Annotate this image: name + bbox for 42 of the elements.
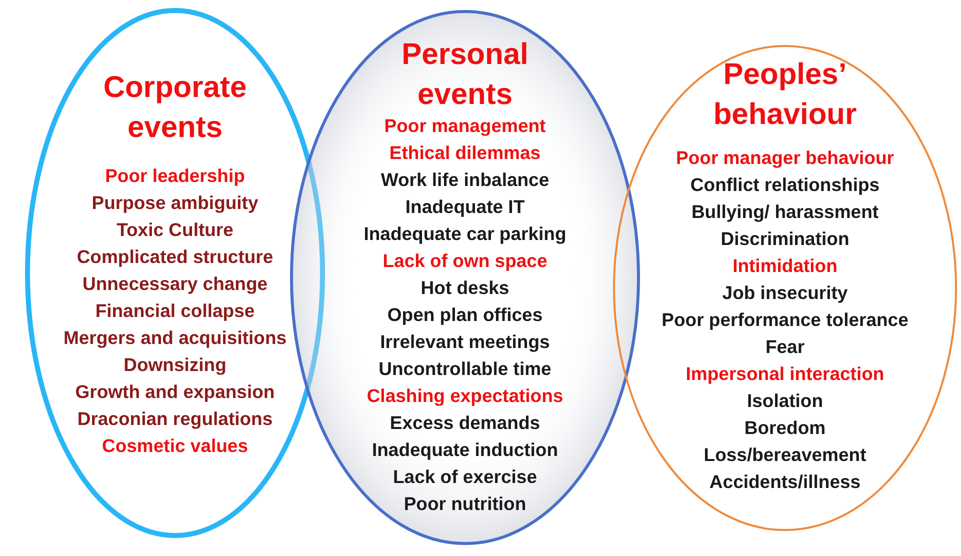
stressor-item: Uncontrollable time [378, 357, 552, 381]
stressor-item: Inadequate induction [372, 438, 558, 462]
stressor-item: Cosmetic values [102, 434, 248, 458]
stressor-item: Purpose ambiguity [92, 191, 258, 215]
group-heading: Corporate events [102, 70, 248, 146]
stressor-item: Discrimination [720, 227, 850, 251]
stressor-item: Unnecessary change [82, 272, 268, 296]
stressor-item: Accidents/illness [709, 470, 861, 494]
stressor-item: Bullying/ harassment [691, 200, 879, 224]
stressor-item: Draconian regulations [77, 407, 273, 431]
stressor-item: Lack of exercise [393, 465, 537, 489]
stressor-item: Poor nutrition [404, 492, 526, 516]
stressor-item: Toxic Culture [116, 218, 234, 242]
stressor-item: Inadequate IT [405, 195, 525, 219]
stressor-item: Intimidation [732, 254, 838, 278]
stressor-item: Hot desks [420, 276, 510, 300]
group-heading: Personal events [400, 37, 530, 113]
stressor-item: Fear [765, 335, 805, 359]
stressor-item: Mergers and acquisitions [63, 326, 287, 350]
stressor-item: Loss/bereavement [704, 443, 866, 467]
stressor-item: Clashing expectations [366, 384, 564, 408]
stressor-item: Job insecurity [722, 281, 848, 305]
stressor-item: Lack of own space [382, 249, 548, 273]
stressor-item: Poor management [384, 114, 546, 138]
stressor-item: Poor manager behaviour [676, 146, 894, 170]
stressor-item: Growth and expansion [75, 380, 275, 404]
stressor-item: Inadequate car parking [364, 222, 566, 246]
stressor-item: Complicated structure [76, 245, 274, 269]
stressor-item: Ethical dilemmas [389, 141, 541, 165]
stressor-item: Financial collapse [95, 299, 255, 323]
stressor-item: Poor leadership [105, 164, 245, 188]
stressor-item: Irrelevant meetings [380, 330, 550, 354]
stressor-item: Conflict relationships [690, 173, 880, 197]
stressor-item: Boredom [744, 416, 826, 440]
group-heading: Peoples’ behaviour [712, 57, 858, 133]
stressor-item: Excess demands [390, 411, 540, 435]
stressor-item: Impersonal interaction [686, 362, 884, 386]
stressor-item: Downsizing [124, 353, 226, 377]
stressor-item: Work life inbalance [380, 168, 550, 192]
stressor-item: Poor performance tolerance [662, 308, 908, 332]
stressor-item: Open plan offices [387, 303, 543, 327]
stressor-item: Isolation [746, 389, 824, 413]
